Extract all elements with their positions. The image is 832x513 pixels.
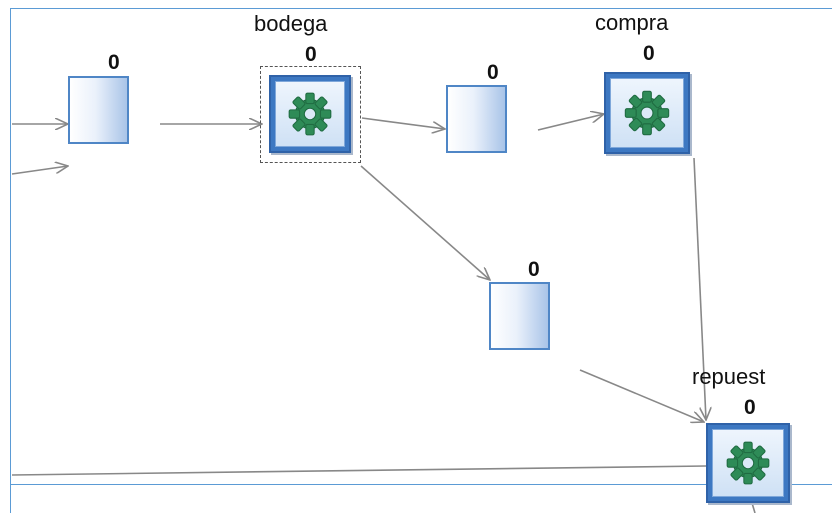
- edge-bottom-from-repuest[interactable]: [11, 465, 707, 476]
- task-node-bodega[interactable]: [269, 75, 351, 153]
- queue-count: 0: [528, 258, 540, 281]
- queue-count: 0: [487, 61, 499, 84]
- task-label: repuest: [692, 364, 766, 389]
- task-count: 0: [744, 396, 756, 419]
- canvas-frame-left: [10, 8, 11, 513]
- canvas-frame-top: [10, 8, 832, 9]
- queue-node[interactable]: [489, 282, 550, 350]
- edge-bodega-to-queue-3[interactable]: [360, 165, 490, 280]
- task-label: compra: [595, 10, 669, 35]
- edge-compra-to-repuest[interactable]: [693, 157, 706, 420]
- task-label: bodega: [254, 11, 328, 36]
- edge-queue-2-to-compra[interactable]: [537, 114, 604, 131]
- selection-box: [260, 66, 361, 163]
- gear-icon: [726, 441, 770, 485]
- queue-node[interactable]: [68, 76, 129, 144]
- gear-icon: [288, 92, 332, 136]
- canvas-frame-bottom: [10, 484, 832, 485]
- task-node-repuest[interactable]: [706, 423, 790, 503]
- queue-count: 0: [108, 51, 120, 74]
- task-node-compra[interactable]: [604, 72, 690, 154]
- edge-bodega-to-queue-2[interactable]: [361, 117, 445, 129]
- edge-repuest-out[interactable]: [751, 502, 756, 513]
- edge-queue-3-to-repuest[interactable]: [579, 369, 704, 422]
- edge-incoming-2[interactable]: [11, 166, 68, 175]
- gear-icon: [624, 90, 670, 136]
- queue-node[interactable]: [446, 85, 507, 153]
- task-count: 0: [305, 43, 317, 66]
- task-count: 0: [643, 42, 655, 65]
